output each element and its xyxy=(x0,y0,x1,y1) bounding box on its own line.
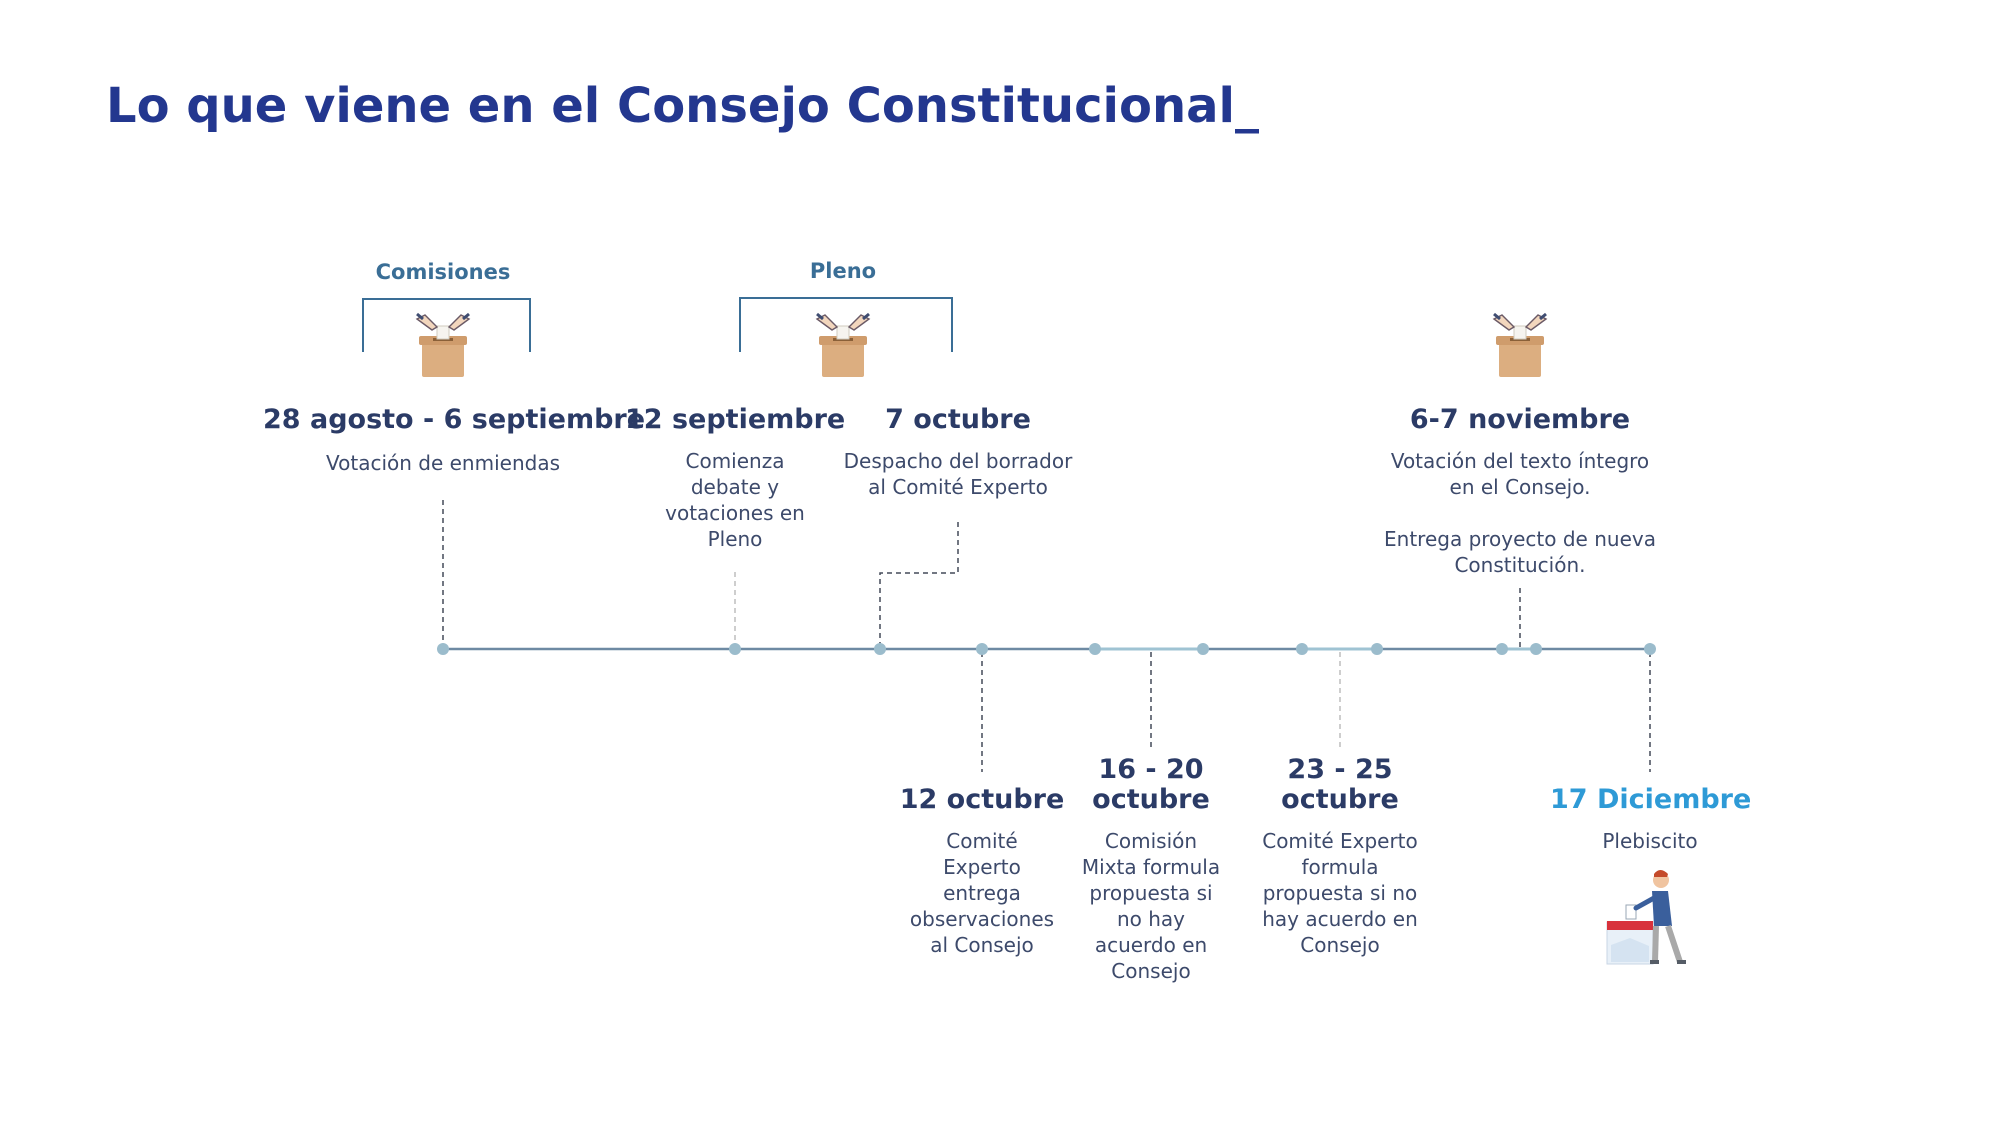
event-desc-observaciones: Comité Experto entrega observaciones al … xyxy=(909,829,1055,957)
event-desc-comision-mixta: Comisión Mixta formula propuesta si no h… xyxy=(1081,829,1221,983)
timeline-marker xyxy=(437,643,449,655)
ballot-box-icon xyxy=(1492,312,1548,379)
event-date-votacion-enmiendas: 28 agosto - 6 septiembre xyxy=(263,404,646,435)
event-date-line: 16 - 20 xyxy=(1098,754,1204,785)
event-date-comienza-debate: 12 septiembre xyxy=(625,404,846,435)
timeline-marker xyxy=(729,643,741,655)
timeline-marker xyxy=(1371,643,1383,655)
ballot-box-icon xyxy=(415,312,471,379)
event-desc-comienza-debate: Comienza debate y votaciones en Pleno xyxy=(665,449,805,551)
event-date-plebiscito: 17 Diciembre xyxy=(1550,784,1752,815)
group-label-pleno: Pleno xyxy=(809,259,877,283)
page-title: Lo que viene en el Consejo Constituciona… xyxy=(106,78,1259,134)
connector-line xyxy=(879,522,959,645)
event-desc-comite-experto: Comité Experto formula propuesta si no h… xyxy=(1262,829,1418,957)
event-date-comision-mixta: 16 - 20 octubre xyxy=(1071,755,1231,815)
timeline-marker xyxy=(1530,643,1542,655)
event-desc-plebiscito: Plebiscito xyxy=(1602,829,1698,853)
timeline-marker xyxy=(1197,643,1209,655)
event-date-comite-experto: 23 - 25 octubre xyxy=(1260,755,1420,815)
ballot-box-icon xyxy=(815,312,871,379)
event-desc-votacion-enmiendas: Votación de enmiendas xyxy=(325,451,560,475)
event-date-line: 23 - 25 xyxy=(1287,754,1393,785)
timeline-marker xyxy=(1644,643,1656,655)
bracket-pleno xyxy=(739,297,953,352)
event-date-line: octubre xyxy=(1281,784,1399,815)
group-label-comisiones: Comisiones xyxy=(375,260,511,284)
event-date-line: octubre xyxy=(1092,784,1210,815)
voter-ballot-box-icon xyxy=(1606,870,1686,965)
timeline-marker xyxy=(976,643,988,655)
event-desc-despacho-borrador: Despacho del borrador al Comité Experto xyxy=(843,449,1073,499)
timeline-marker xyxy=(1296,643,1308,655)
event-desc-votacion-texto: Votación del texto íntegro en el Consejo… xyxy=(1390,449,1650,499)
event-date-observaciones: 12 octubre xyxy=(899,784,1065,815)
bracket-comisiones xyxy=(362,298,531,352)
timeline-marker xyxy=(874,643,886,655)
event-date-despacho-borrador: 7 octubre xyxy=(885,404,1031,435)
timeline-marker xyxy=(1089,643,1101,655)
event-desc-entrega-proyecto: Entrega proyecto de nueva Constitución. xyxy=(1384,527,1656,577)
event-date-votacion-texto: 6-7 noviembre xyxy=(1409,404,1631,435)
timeline-marker xyxy=(1496,643,1508,655)
